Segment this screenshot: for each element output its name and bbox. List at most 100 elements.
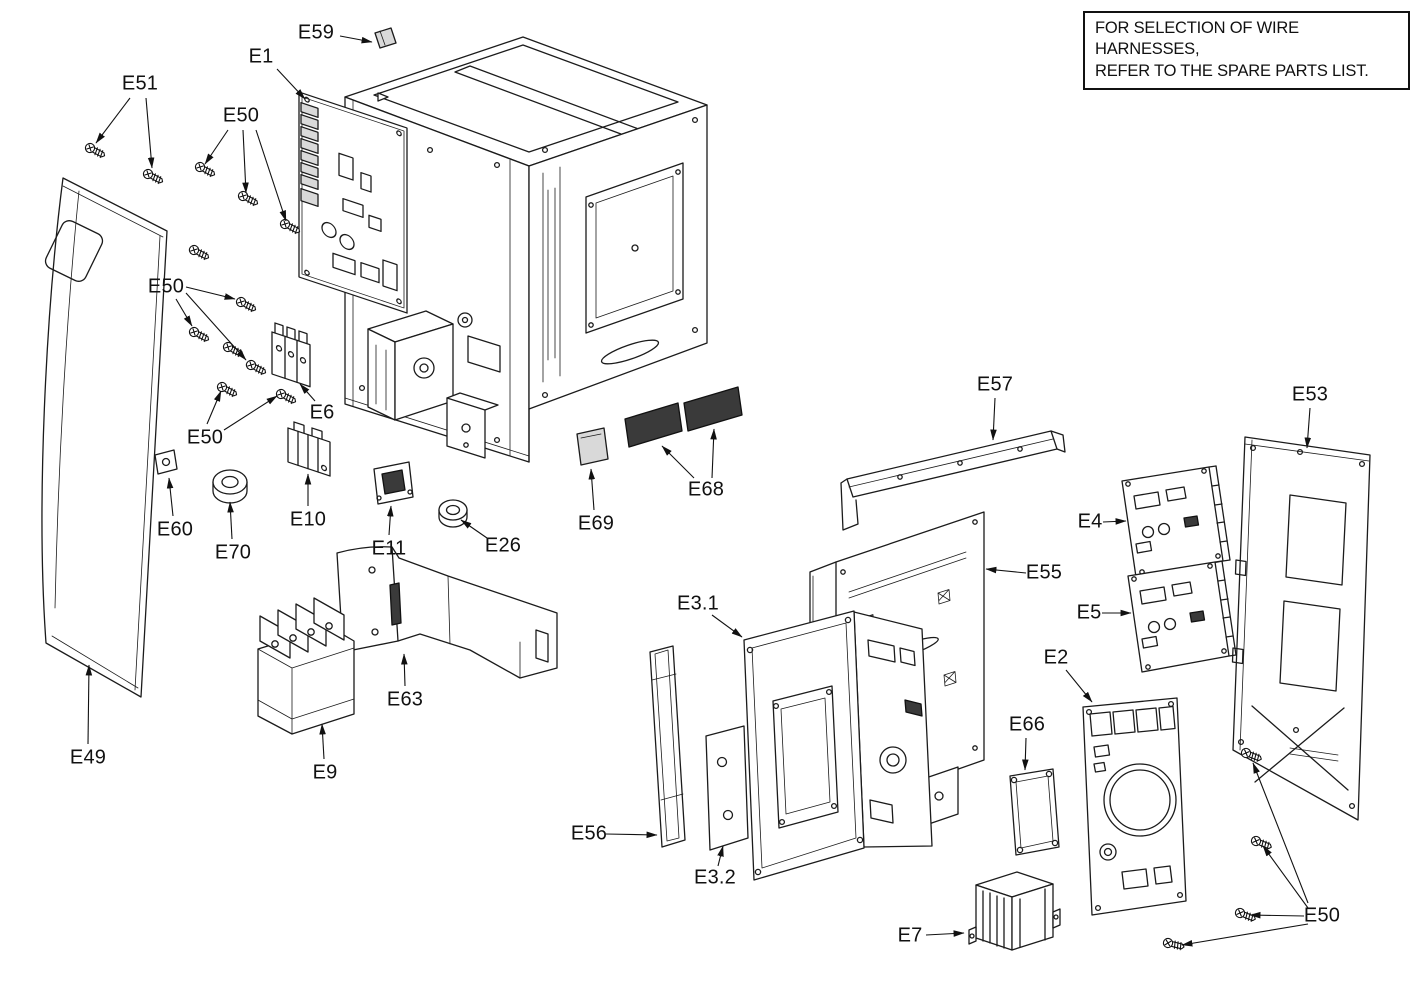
screw-icon (244, 358, 269, 378)
chassis-bracket (446, 392, 499, 459)
part-label-e51: E51 (121, 72, 159, 95)
leader-line-e50 (1181, 923, 1309, 947)
transformer-e7 (968, 871, 1061, 951)
leader-line-e2 (1065, 669, 1093, 703)
leader-line-e9 (319, 723, 326, 760)
part-label-e56: E56 (570, 822, 608, 845)
leader-line-e68 (710, 428, 717, 479)
terminal-e6 (271, 322, 311, 388)
leader-line-e50 (255, 129, 287, 222)
leader-line-e11 (386, 505, 394, 536)
part-label-e69: E69 (577, 512, 615, 535)
leader-line-e50 (1252, 762, 1309, 904)
core-e26 (438, 499, 468, 528)
screw-icon (221, 340, 246, 360)
block-e11 (373, 461, 414, 505)
part-label-e57: E57 (976, 373, 1014, 396)
part-label-e50: E50 (186, 426, 224, 449)
part-label-e3-2: E3.2 (694, 866, 736, 889)
plate-e66 (1009, 768, 1060, 856)
note-line-2: REFER TO THE SPARE PARTS LIST. (1095, 61, 1369, 80)
leader-lines-layer (85, 35, 1312, 947)
leader-line-e57 (990, 397, 997, 441)
leader-line-e50 (204, 129, 229, 165)
part-label-e59: E59 (297, 21, 335, 44)
part-label-e60: E60 (156, 518, 194, 541)
leader-line-e51 (95, 97, 131, 144)
leader-line-e50 (1249, 911, 1305, 919)
cover-panel-e49 (41, 177, 168, 698)
screw-icon (274, 387, 299, 407)
part-label-e50: E50 (222, 104, 260, 127)
bracket-e63 (336, 546, 558, 679)
part-label-e63: E63 (386, 688, 424, 711)
part-label-e26: E26 (484, 534, 522, 557)
rail-e57 (840, 430, 1066, 531)
leader-line-e50 (185, 292, 247, 361)
leader-line-e51 (145, 97, 155, 169)
panel-e3-2 (705, 725, 749, 851)
screw-icon (236, 189, 261, 209)
screw-icon (83, 141, 108, 161)
leader-line-e50 (175, 298, 193, 327)
leader-line-e4 (1102, 518, 1127, 525)
pcb-e2 (1082, 697, 1187, 916)
leader-line-e53 (1304, 407, 1312, 449)
leader-line-e68 (661, 445, 695, 479)
part-label-e1: E1 (248, 45, 274, 68)
leader-line-e3-1 (711, 614, 743, 638)
part-label-e53: E53 (1291, 383, 1329, 406)
part-label-e49: E49 (69, 746, 107, 769)
part-label-e6: E6 (309, 401, 335, 424)
leader-line-e70 (227, 501, 234, 540)
part-label-e9: E9 (312, 761, 338, 784)
part-label-e70: E70 (214, 541, 252, 564)
pcb-e1 (298, 91, 408, 314)
part-label-e10: E10 (289, 508, 327, 531)
screw-icon (278, 217, 303, 237)
terminal-block-e9 (257, 597, 355, 735)
leader-line-e69 (588, 468, 596, 511)
part-label-e50: E50 (147, 275, 185, 298)
part-label-e5: E5 (1076, 601, 1102, 624)
part-label-e66: E66 (1008, 713, 1046, 736)
leader-line-e50 (206, 390, 222, 425)
part-label-e7: E7 (897, 924, 923, 947)
note-box: FOR SELECTION OF WIRE HARNESSES, REFER T… (1083, 11, 1410, 91)
part-label-e4: E4 (1077, 510, 1103, 533)
pad-e69 (576, 427, 609, 466)
part-label-e3-1: E3.1 (677, 592, 719, 615)
screw-icon (1249, 834, 1274, 853)
note-line-1: FOR SELECTION OF WIRE HARNESSES, (1095, 19, 1299, 59)
leader-line-e56 (605, 831, 658, 839)
screw-icon (187, 243, 212, 263)
leader-line-e50 (242, 129, 249, 194)
screw-icon (187, 325, 212, 345)
pcb-e5 (1127, 560, 1237, 673)
leader-line-e1 (276, 68, 306, 100)
leader-line-e55 (985, 566, 1027, 574)
module-e3-1-body (853, 611, 933, 848)
pads-e68 (624, 386, 743, 448)
panel-e53 (1231, 436, 1371, 821)
leader-line-e6 (299, 383, 316, 402)
leader-line-e26 (460, 519, 488, 539)
leader-line-e50 (223, 395, 278, 431)
screw-icon (1161, 936, 1186, 953)
part-label-e68: E68 (687, 478, 725, 501)
leader-line-e50 (1262, 845, 1309, 909)
panel-e3-1 (743, 610, 865, 881)
leader-line-e7 (925, 930, 965, 937)
leader-line-e3-2 (717, 845, 724, 867)
leader-line-e60 (166, 477, 174, 517)
leader-line-e63 (401, 653, 408, 687)
nut-e60 (154, 449, 178, 475)
leader-line-e50 (185, 286, 236, 300)
leader-line-e66 (1022, 737, 1029, 771)
filter-module (367, 310, 454, 421)
relay-e10 (287, 421, 331, 477)
leader-line-e49 (85, 664, 93, 745)
pcb-e4 (1121, 465, 1231, 578)
